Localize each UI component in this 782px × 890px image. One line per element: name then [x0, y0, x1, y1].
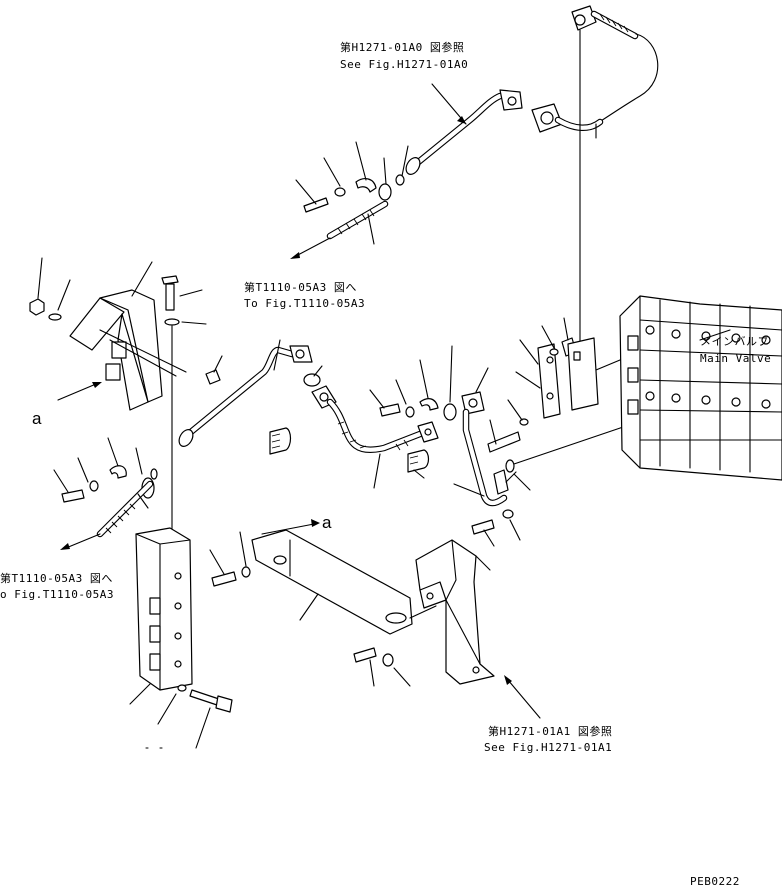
ref-h1271-01a0-en: See Fig.H1271-01A0: [340, 58, 468, 71]
main-valve: [567, 295, 782, 481]
center-strap-assembly: [209, 519, 437, 687]
left-pipe-assembly: [53, 339, 323, 550]
ref-t1110-05a3-top-jp: 第T1110-05A3 図へ: [244, 280, 357, 294]
main-valve-label-en: Main Valve: [700, 352, 771, 365]
marker-a-mid: a: [322, 513, 332, 532]
ref-h1271-01a1-jp: 第H1271-01A1 図参照: [488, 724, 612, 738]
right-small-bracket: [507, 317, 577, 426]
center-hose-assembly: [311, 345, 531, 507]
ref-h1271-01a1-en: See Fig.H1271-01A1: [484, 741, 612, 754]
main-valve-label-jp: メインバルブ: [700, 334, 769, 348]
left-bracket-assembly: [29, 257, 223, 531]
ref-t1110-05a3-left-jp: 第T1110-05A3 図へ: [0, 571, 113, 585]
right-mounting-bracket: [415, 423, 633, 719]
drawing-code: PEB0222: [690, 875, 740, 888]
ref-h1271-01a0-jp: 第H1271-01A0 図参照: [340, 40, 464, 54]
tall-mounting-plate: [129, 527, 233, 749]
upper-pipe-assembly: [290, 5, 659, 345]
ref-t1110-05a3-top-en: To Fig.T1110-05A3: [244, 297, 365, 310]
marker-a-left: a: [32, 409, 42, 428]
ref-t1110-05a3-left-en: o Fig.T1110-05A3: [0, 588, 114, 601]
